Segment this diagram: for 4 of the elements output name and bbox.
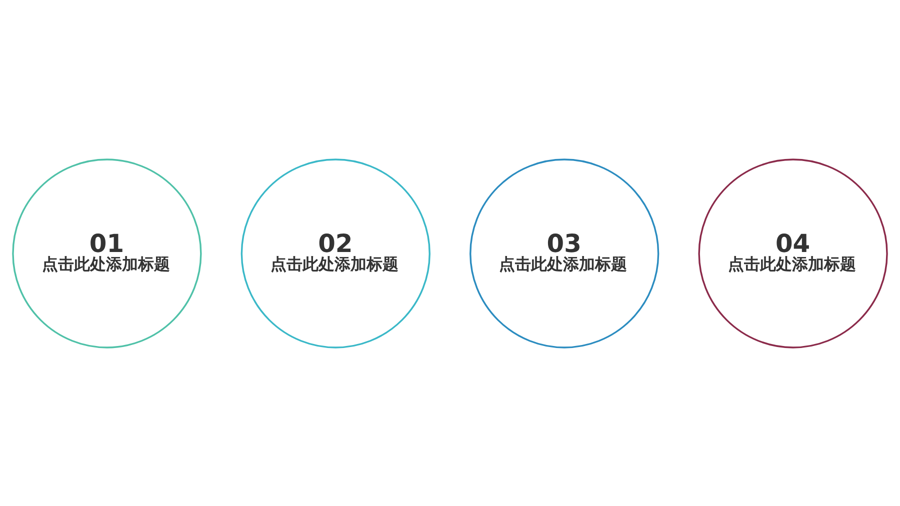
- node-circle: 04 点击此处添加标题: [698, 158, 888, 348]
- node-circle: 02 点击此处添加标题: [240, 158, 430, 348]
- node-circle: 03 点击此处添加标题: [470, 158, 660, 348]
- node-circle: 01 点击此处添加标题: [12, 158, 202, 348]
